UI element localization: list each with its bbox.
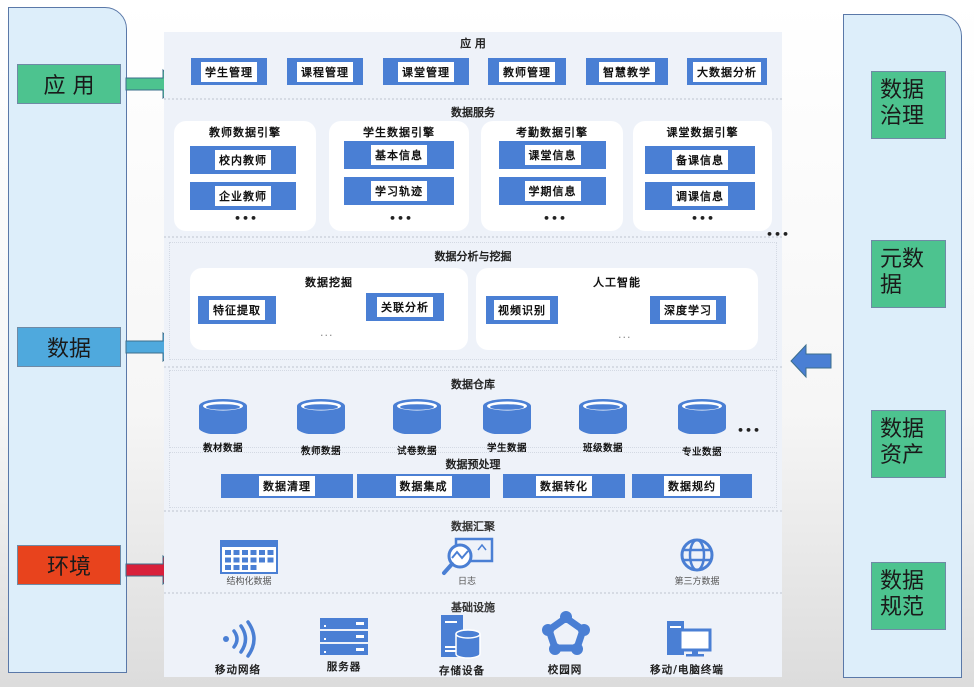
store-label: 班级数据: [582, 443, 623, 454]
engine-item[interactable]: 校内教师: [190, 146, 296, 174]
wireless-signal-icon: [223, 620, 256, 658]
engine-item[interactable]: 基本信息: [344, 141, 454, 169]
infra-label-terminal: 移动/电脑终端: [650, 664, 724, 676]
more-indicator: •••: [234, 212, 259, 225]
spreadsheet-icon: [220, 540, 278, 574]
analysis-layer: 数据分析与挖掘 数据挖掘 特征提取 关联分析 ... 人工智能 视频识别 深度学…: [164, 240, 782, 368]
more-indicator: ...: [320, 326, 334, 339]
data-service-layer: 数据服务 教师数据引擎 校内教师 企业教师 ••• 学生数据引擎 基本信息 学习…: [164, 102, 789, 241]
group-item-video-recognition[interactable]: 视频识别: [486, 296, 558, 324]
group-data-mining: 数据挖掘 特征提取 关联分析 ...: [190, 268, 468, 350]
right-label-data-assets: 数据 资产: [871, 410, 946, 478]
database-icon: [678, 399, 726, 434]
engine-item[interactable]: 企业教师: [190, 182, 296, 210]
terminal-icon: [667, 621, 712, 657]
more-indicator: •••: [737, 424, 762, 437]
more-indicator: •••: [691, 212, 716, 225]
engine-item[interactable]: 学习轨迹: [344, 177, 454, 205]
log-analysis-icon: [442, 537, 494, 575]
preprocess-layer-title: 数据预处理: [445, 458, 501, 471]
database-icon: [297, 399, 345, 434]
more-indicator: •••: [543, 212, 568, 225]
warehouse-layer: 数据仓库 教材数据教师数据试卷数据学生数据班级数据专业数据 ••• 数据预处理 …: [164, 370, 782, 512]
group-item-feature-extraction[interactable]: 特征提取: [198, 296, 276, 324]
right-label-metadata: 元数 据: [871, 240, 946, 308]
infra-label-storage: 存储设备: [439, 665, 485, 677]
database-icon: [393, 399, 441, 434]
app-item-big-data-analysis[interactable]: 大数据分析: [687, 58, 767, 85]
preprocess-item-integration[interactable]: 数据集成: [357, 474, 490, 498]
app-item-smart-teaching[interactable]: 智慧教学: [586, 58, 668, 85]
analysis-layer-title: 数据分析与挖掘: [434, 250, 512, 263]
app-item-classroom-management[interactable]: 课堂管理: [383, 58, 469, 85]
more-indicator: •••: [766, 228, 791, 241]
group-title: 数据挖掘: [305, 276, 353, 289]
architecture-diagram: 应 用 学生管理 课程管理 课堂管理 教师管理 智慧教学 大数据分析 数据服务 …: [164, 32, 789, 677]
more-indicator: ...: [618, 328, 632, 341]
storage-icon: [441, 615, 481, 659]
left-label-environment: 环境: [17, 545, 121, 585]
infra-label-mobile-network: 移动网络: [215, 664, 261, 676]
right-label-data-governance: 数据 治理: [871, 71, 946, 139]
store-label: 教材数据: [202, 443, 243, 454]
store-label: 教师数据: [300, 446, 341, 457]
application-layer: 应 用 学生管理 课程管理 课堂管理 教师管理 智慧教学 大数据分析: [164, 32, 782, 100]
engine-title: 教师数据引擎: [209, 126, 281, 139]
preprocess-item-transformation[interactable]: 数据转化: [503, 474, 625, 498]
engine-student-data: 学生数据引擎 基本信息 学习轨迹 •••: [329, 121, 469, 231]
engine-item[interactable]: 调课信息: [645, 182, 755, 210]
engine-item[interactable]: 备课信息: [645, 146, 755, 174]
engine-title: 考勤数据引擎: [516, 126, 588, 139]
engine-title: 学生数据引擎: [363, 126, 435, 139]
campus-network-icon: [542, 611, 590, 655]
server-icon: [320, 618, 368, 655]
app-item-student-management[interactable]: 学生管理: [191, 58, 267, 85]
engine-attendance-data: 考勤数据引擎 课堂信息 学期信息 •••: [481, 121, 623, 231]
application-layer-title: 应 用: [460, 37, 486, 50]
right-label-data-standards: 数据 规范: [871, 562, 946, 630]
analysis-frame: [169, 242, 777, 360]
group-item-deep-learning[interactable]: 深度学习: [650, 296, 726, 324]
aggregation-layer: 数据汇聚 结构化数据 日志 第三方数据: [164, 514, 782, 594]
group-ai: 人工智能 视频识别 深度学习 ...: [476, 268, 758, 350]
infrastructure-layer: 基础设施 移动网络 服务器 存储设备: [164, 596, 782, 677]
app-item-course-management[interactable]: 课程管理: [287, 58, 363, 85]
store-label: 学生数据: [486, 443, 527, 454]
source-label-third-party: 第三方数据: [674, 577, 720, 587]
source-label-log: 日志: [457, 577, 476, 587]
preprocess-item-reduction[interactable]: 数据规约: [632, 474, 752, 498]
aggregation-layer-title: 数据汇聚: [451, 520, 495, 533]
engine-classroom-data: 课堂数据引擎 备课信息 调课信息 •••: [633, 121, 772, 231]
database-icon: [483, 399, 531, 434]
preprocess-item-cleaning[interactable]: 数据清理: [221, 474, 353, 498]
left-label-application: 应 用: [17, 64, 121, 104]
globe-icon: [680, 538, 714, 572]
warehouse-layer-title: 数据仓库: [451, 378, 495, 391]
engine-item[interactable]: 课堂信息: [499, 141, 606, 169]
engine-item[interactable]: 学期信息: [499, 177, 606, 205]
database-icon: [579, 399, 627, 434]
left-label-data: 数据: [17, 327, 121, 367]
group-title: 人工智能: [593, 276, 641, 289]
arrow-right-panel: [790, 343, 832, 379]
data-service-layer-title: 数据服务: [451, 106, 495, 119]
database-icon: [199, 399, 247, 434]
infrastructure-layer-title: 基础设施: [451, 601, 495, 614]
warehouse-frame: [169, 370, 777, 448]
engine-title: 课堂数据引擎: [666, 126, 739, 139]
store-label: 试卷数据: [396, 446, 437, 457]
infra-label-campus-network: 校园网: [547, 664, 583, 676]
infra-label-server: 服务器: [326, 661, 362, 673]
preprocess-frame: [169, 452, 777, 508]
more-indicator: •••: [389, 212, 414, 225]
app-item-teacher-management[interactable]: 教师管理: [488, 58, 566, 85]
engine-teacher-data: 教师数据引擎 校内教师 企业教师 •••: [174, 121, 316, 231]
group-item-association-analysis[interactable]: 关联分析: [366, 293, 444, 321]
source-label-structured: 结构化数据: [226, 577, 272, 587]
